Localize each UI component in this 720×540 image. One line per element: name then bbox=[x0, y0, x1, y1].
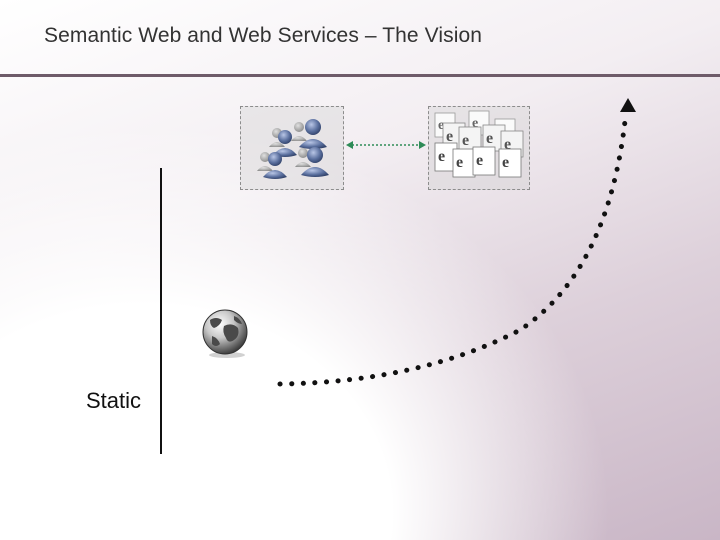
title-divider bbox=[0, 74, 720, 77]
users-box bbox=[240, 106, 344, 190]
svg-text:e: e bbox=[502, 154, 509, 171]
svg-text:e: e bbox=[438, 148, 445, 165]
double-arrow-icon bbox=[346, 141, 426, 149]
globe-icon bbox=[202, 309, 248, 358]
svg-text:e: e bbox=[486, 130, 493, 147]
html-documents-icon: e e e e e bbox=[434, 110, 524, 178]
svg-text:e: e bbox=[446, 128, 453, 145]
slide-title: Semantic Web and Web Services – The Visi… bbox=[44, 24, 483, 47]
documents-box: e e e e e bbox=[428, 106, 530, 190]
users-group-icon bbox=[257, 119, 329, 179]
svg-text:e: e bbox=[456, 154, 463, 171]
vertical-axis-line bbox=[160, 168, 162, 454]
svg-text:e: e bbox=[476, 152, 483, 169]
svg-text:e: e bbox=[462, 132, 469, 149]
static-label: Static bbox=[86, 388, 142, 413]
